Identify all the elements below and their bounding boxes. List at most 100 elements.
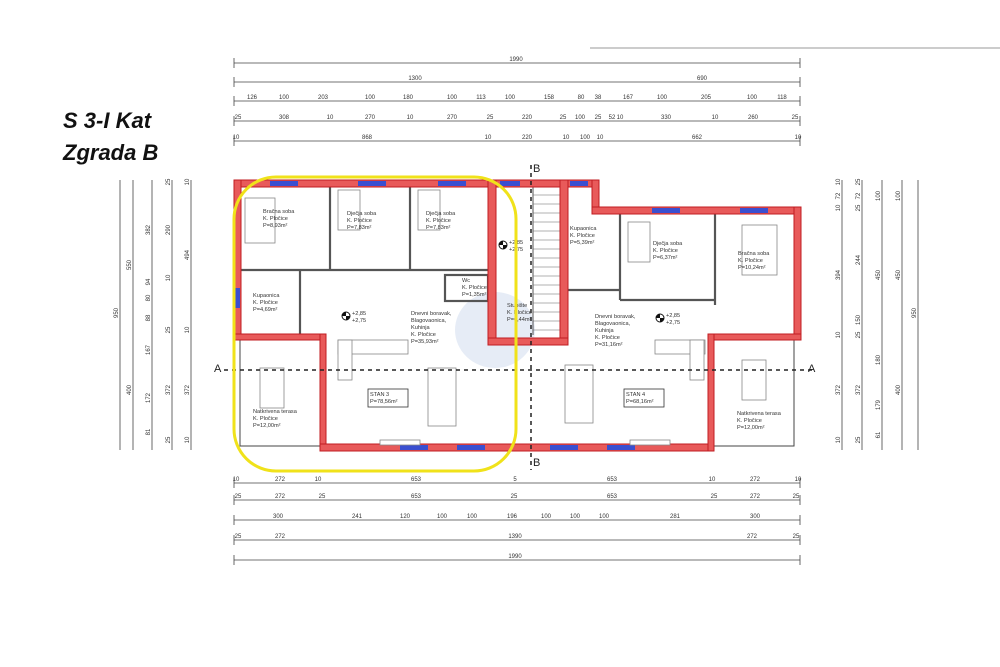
dimension-label: 450 (876, 269, 882, 280)
dimension-label: 80 (578, 95, 585, 101)
interior-walls (240, 186, 717, 336)
dimension-label: 113 (476, 95, 486, 101)
level-marker-fill (499, 241, 507, 249)
dimension-label: 100 (876, 190, 882, 201)
room-label-line: P=5,39m² (570, 240, 595, 246)
dimension-label: 120 (400, 514, 411, 520)
dimension-label: 25 (560, 115, 567, 121)
level-marker: +2,85+2,75 (341, 311, 366, 324)
room-label-line: K. Pločice (737, 418, 762, 424)
dimension-label: 10 (836, 204, 842, 211)
dimension-label: 10 (315, 477, 322, 483)
room-label-line: K. Pločice (426, 218, 451, 224)
room-label-line: P=1,35m² (462, 292, 487, 298)
unit-name: STAN 3 (370, 392, 389, 398)
unit-name: STAN 4 (626, 392, 645, 398)
room-label-line: P=35,93m² (411, 339, 439, 345)
dimension-label: 100 (570, 514, 581, 520)
level-marker: +2,85+2,75 (498, 240, 523, 253)
dimension-label: 25 (793, 494, 800, 500)
room-label-line: P=7,83m² (347, 225, 372, 231)
dimension-label: 25 (792, 115, 799, 121)
room-label-line: K. Pločice (653, 248, 678, 254)
level-marker-fill (342, 312, 350, 320)
dimension-label: 10 (712, 115, 719, 121)
room-label-line: Kupaonica (253, 293, 280, 299)
room-label-line: P=31,16m² (595, 342, 623, 348)
dimension-label: 25 (856, 178, 862, 185)
dimension-label: 10 (485, 135, 492, 141)
unit-label-box (623, 388, 665, 408)
dimension-label: 270 (365, 115, 376, 121)
room-label-line: Kupaonica (570, 226, 597, 232)
room-label-line: P=8,93m² (263, 223, 288, 229)
dimension-label: 72 (856, 192, 862, 199)
dimension-label: 1300 (408, 76, 422, 82)
dimension-label: 1390 (508, 534, 522, 540)
dimension-label: 25 (711, 494, 718, 500)
dimension-label: 400 (127, 384, 133, 395)
dimension-label: 100 (896, 190, 902, 201)
dimension-label: 1990 (509, 57, 523, 63)
room-label-line: K. Pločice (347, 218, 372, 224)
dimension-label: 10 (563, 135, 570, 141)
dimension-label: 382 (146, 224, 152, 235)
dimension-label: 10 (795, 477, 802, 483)
dimension-label: 100 (505, 95, 516, 101)
room-label-line: K. Pločice (738, 258, 763, 264)
dimension-label: 372 (185, 384, 191, 395)
dimension-label: 100 (580, 135, 591, 141)
dimension-label: 25 (319, 494, 326, 500)
dimension-label: 300 (273, 514, 284, 520)
dimension-label: 272 (750, 477, 761, 483)
dimension-label: 88 (146, 314, 152, 321)
dimension-label: 394 (836, 269, 842, 280)
plan-title-building: Zgrada B (63, 140, 159, 165)
dimension-label: 653 (411, 477, 422, 483)
room-label-line: K. Pločice (595, 335, 620, 341)
room-label-line: Kuhinja (411, 325, 431, 331)
room-label-line: Bračna soba (263, 209, 295, 215)
dimension-label: 25 (487, 115, 494, 121)
dimension-label: 308 (279, 115, 290, 121)
room-label-line: K. Pločice (411, 332, 436, 338)
exterior-walls (233, 179, 802, 452)
staircase[interactable] (533, 194, 560, 331)
dimension-label: 172 (146, 392, 152, 403)
room-label-line: Dnevni boravak, (595, 314, 636, 320)
dimension-label: 167 (146, 344, 152, 355)
dimension-label: 10 (836, 436, 842, 443)
furniture (244, 189, 778, 446)
dimension-label: 100 (599, 514, 610, 520)
highlight-stan-3[interactable] (232, 175, 518, 473)
dimension-label: 10 (709, 477, 716, 483)
dimension-label: 94 (146, 278, 152, 285)
dimension-label: 281 (670, 514, 681, 520)
dimension-label: 38 (595, 95, 602, 101)
room-label-line: Dječja soba (426, 211, 456, 217)
dimension-label: 10 (185, 178, 191, 185)
level-upper: +2,85 (666, 313, 680, 319)
dimension-label: 290 (166, 224, 172, 235)
dimension-label: 203 (318, 95, 329, 101)
dimension-label: 180 (403, 95, 414, 101)
dimension-label: 25 (793, 534, 800, 540)
room-label-line: P=7,83m² (426, 225, 451, 231)
dimension-label: 494 (185, 249, 191, 260)
dimension-label: 179 (876, 399, 882, 410)
dimension-label: 100 (541, 514, 552, 520)
dimension-label: 950 (114, 307, 120, 318)
room-label-line: K. Pločice (263, 216, 288, 222)
room-label-line: Dječja soba (347, 211, 377, 217)
dimension-label: 100 (747, 95, 758, 101)
dimension-label: 10 (836, 331, 842, 338)
